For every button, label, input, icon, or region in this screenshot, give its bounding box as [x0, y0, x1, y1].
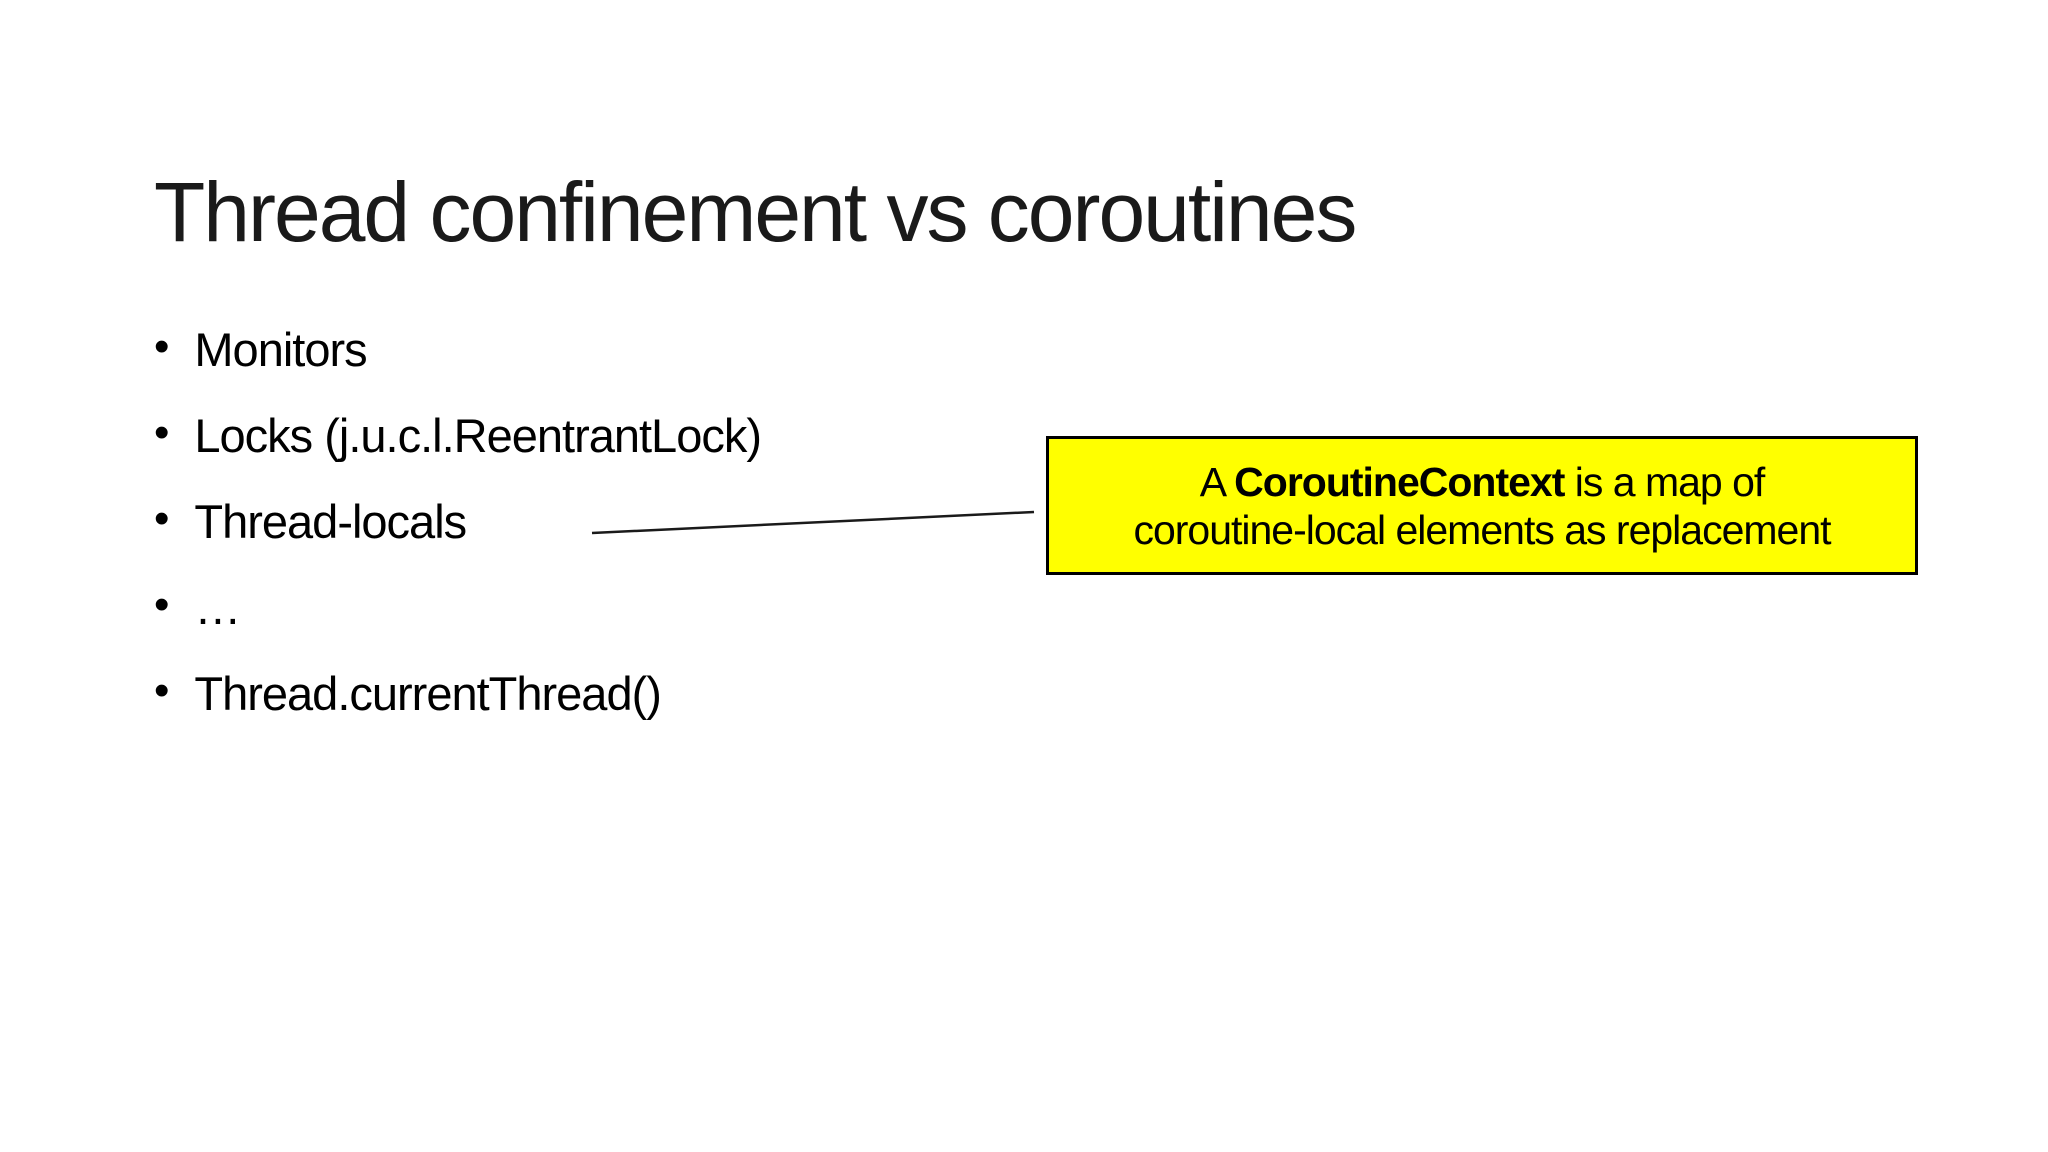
bullet-list: Monitors Locks (j.u.c.l.ReentrantLock) T… [154, 306, 762, 736]
callout-text-suffix: is a map of [1564, 458, 1766, 505]
callout-line-2: coroutine-local elements as replacement [1133, 506, 1831, 553]
bullet-item-ellipsis: … [154, 564, 761, 650]
bullet-item-locks: Locks (j.u.c.l.ReentrantLock) [154, 392, 762, 478]
bullet-item-monitors: Monitors [154, 306, 761, 392]
callout-text-prefix: A [1199, 458, 1235, 505]
callout-text-bold: CoroutineContext [1234, 458, 1565, 505]
bullet-item-current-thread: Thread.currentThread() [154, 650, 761, 736]
callout-box: A CoroutineContext is a map of coroutine… [1046, 436, 1918, 575]
slide-title: Thread confinement vs coroutines [154, 165, 1357, 260]
bullet-item-thread-locals: Thread-locals [154, 478, 761, 564]
callout-line-1: A CoroutineContext is a map of [1199, 458, 1766, 506]
